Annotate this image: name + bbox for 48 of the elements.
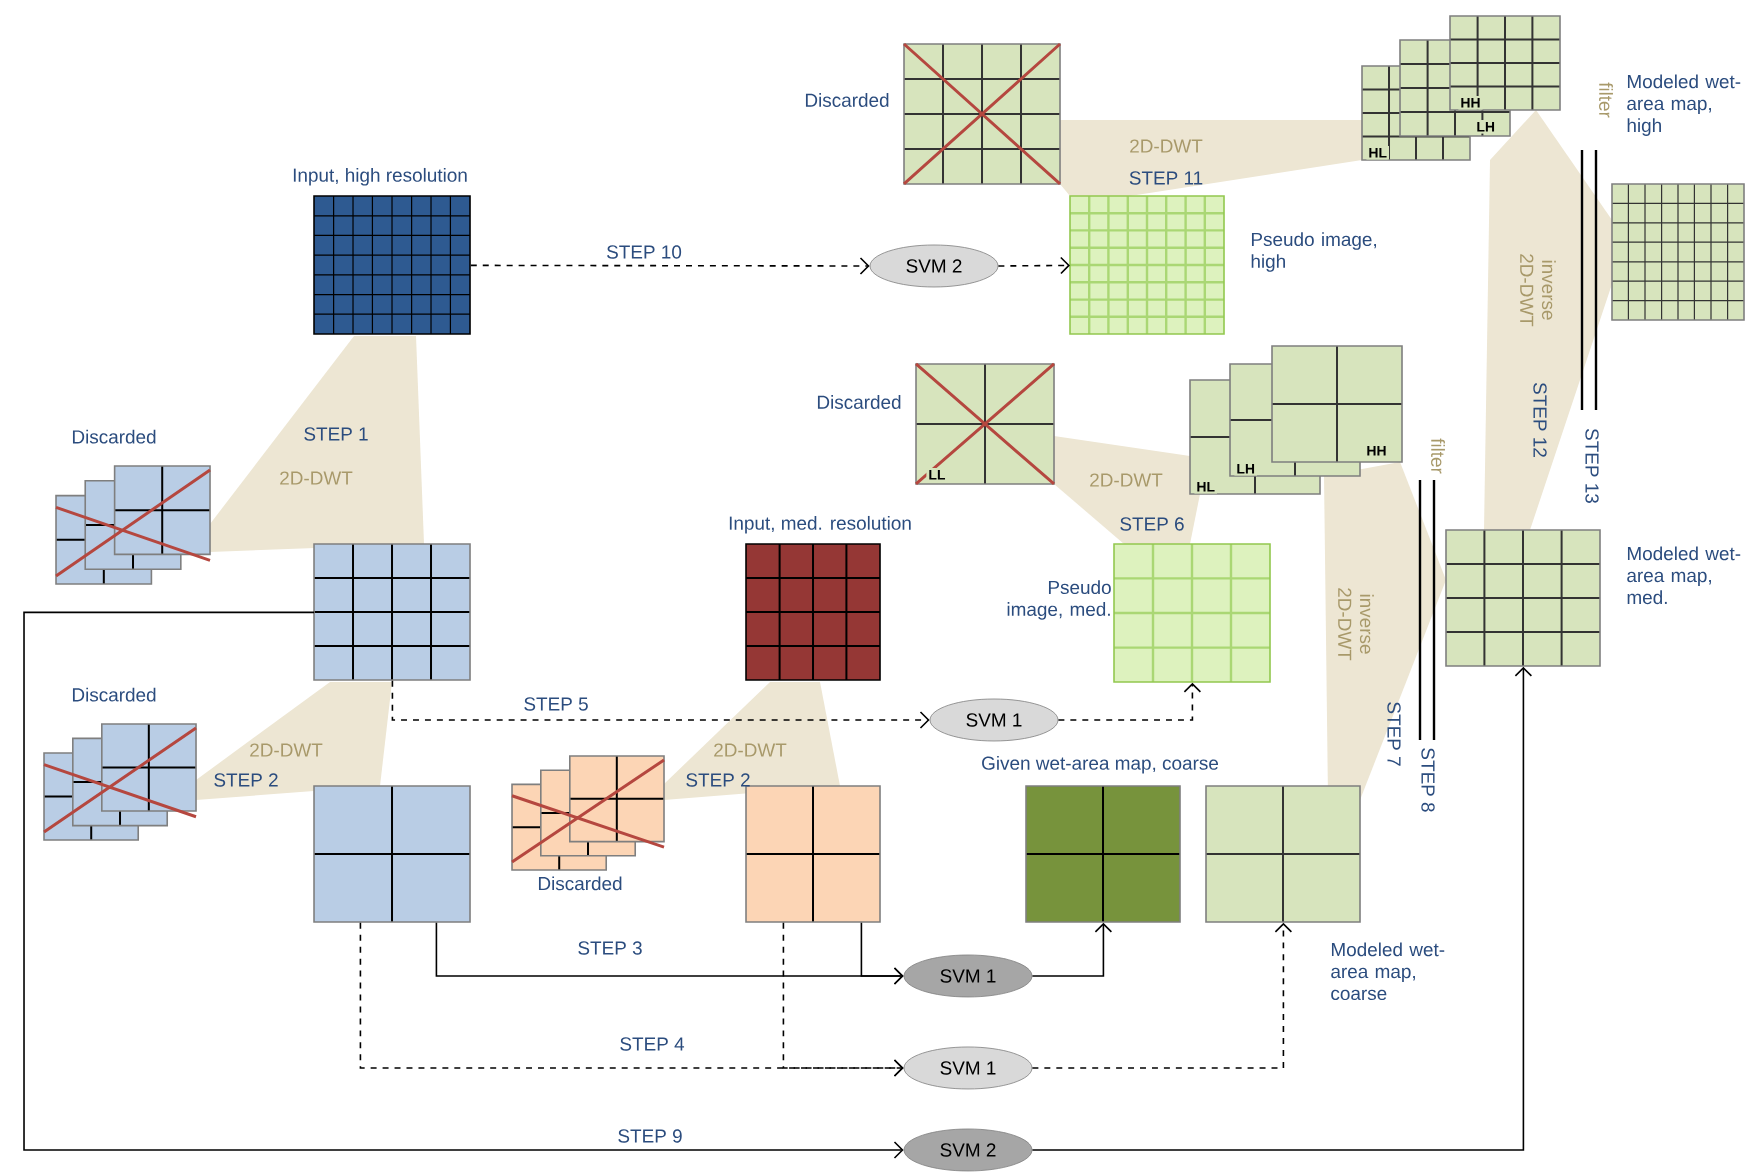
image-caption: Discarded xyxy=(805,93,889,107)
image-caption: Discarded xyxy=(538,876,622,891)
step-label: STEP 12 xyxy=(1533,383,1547,457)
step-label: STEP 2 xyxy=(214,773,278,787)
image-caption: Input, high resolution xyxy=(293,167,467,186)
arrow xyxy=(1057,682,1202,721)
arrow xyxy=(782,922,904,1077)
image-caption: Input, med. resolution xyxy=(729,515,911,534)
step-label: STEP 1 xyxy=(304,427,368,441)
step-label: STEP 6 xyxy=(1120,517,1184,531)
arrow xyxy=(860,922,904,985)
transform-label: 2D-DWT xyxy=(714,743,787,757)
image-caption: Discarded xyxy=(72,687,156,702)
image-caption: Modeled wet-area map, med. xyxy=(1627,546,1741,605)
transform-label: inverse 2D-DWT xyxy=(1520,254,1556,327)
image-caption: Modeled wet-area map, high xyxy=(1627,74,1741,136)
transform-label: 2D-DWT xyxy=(280,471,353,485)
edge-label: STEP 3 xyxy=(575,939,645,957)
edge-label: STEP 5 xyxy=(521,695,591,713)
transform-label: inverse 2D-DWT xyxy=(1338,588,1374,661)
edge-label: STEP 9 xyxy=(615,1127,685,1145)
image-grid xyxy=(313,785,471,923)
step-label: STEP 7 xyxy=(1387,702,1401,766)
transform-label: filter xyxy=(1599,82,1613,118)
image-caption: Pseudo image, high xyxy=(1251,232,1376,272)
image-grid xyxy=(745,785,881,923)
arrow xyxy=(470,257,870,275)
step-label: STEP 13 xyxy=(1585,429,1599,503)
arrow xyxy=(1031,922,1113,977)
arrow xyxy=(1031,922,1293,1069)
arrow xyxy=(997,256,1070,275)
image-caption: Pseudo image, med. xyxy=(1007,580,1111,620)
arrow xyxy=(1031,666,1533,1151)
transform-label: 2D-DWT xyxy=(1130,139,1203,153)
arrow xyxy=(391,680,930,729)
edge-label: STEP 10 xyxy=(604,243,684,261)
step-label: STEP 2 xyxy=(686,773,750,787)
image-caption: Modeled wet-area map, coarse xyxy=(1331,942,1445,1001)
step-label: STEP 8 xyxy=(1421,748,1435,812)
image-grid xyxy=(313,543,471,681)
edge-label: STEP 4 xyxy=(617,1035,687,1053)
transform-label: 2D-DWT xyxy=(1090,473,1163,487)
image-caption: Discarded xyxy=(72,429,156,444)
arrow xyxy=(23,611,904,1159)
transform-label: filter xyxy=(1431,438,1445,474)
transform-label: 2D-DWT xyxy=(250,743,323,757)
image-caption: Discarded xyxy=(817,395,901,409)
image-caption: Given wet-area map, coarse xyxy=(982,755,1218,774)
